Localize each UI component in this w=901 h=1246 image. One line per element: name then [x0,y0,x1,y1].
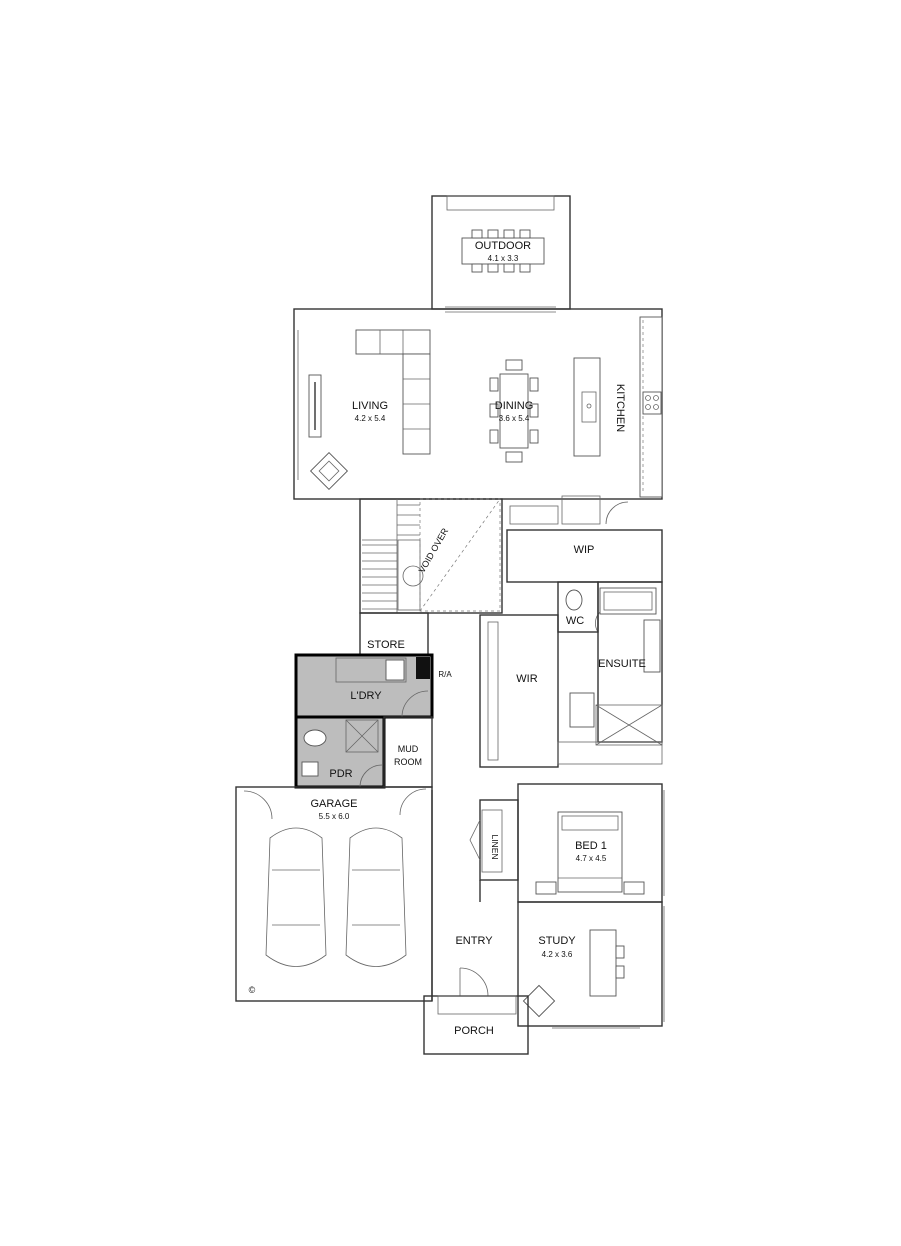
living-size: 4.2 x 5.4 [355,414,386,423]
wc-label: WC [566,615,584,627]
living-sofa [355,329,431,455]
outdoor-label: OUTDOOR [475,240,531,252]
mud-room-label-1: MUD [398,744,419,754]
study-armchair [522,984,556,1018]
ensuite-room [569,581,663,746]
void-over [419,498,501,612]
mud-room-label-2: ROOM [394,757,422,767]
pdr-label: PDR [329,768,352,780]
dining-label: DINING [495,400,534,412]
copyright-mark: © [249,985,256,995]
porch [423,995,529,1055]
ensuite-label: ENSUITE [598,658,646,670]
entry-label: ENTRY [455,935,493,947]
void-label: VOID OVER [417,526,451,575]
wir-label: WIR [516,673,537,685]
living-armchair [309,451,349,491]
living-label: LIVING [352,400,388,412]
bed1-label: BED 1 [575,840,607,852]
study [517,901,665,1029]
wip-label: WIP [574,544,595,556]
walk-in-pantry [506,495,663,583]
linen-cupboard [469,799,519,881]
dining-size: 3.6 x 5.4 [499,414,530,423]
ra-label: R/A [438,670,452,679]
outdoor-area [431,195,571,310]
entry-hall [431,790,489,1001]
study-label: STUDY [538,935,576,947]
porch-label: PORCH [454,1025,494,1037]
bed [535,811,645,895]
staircase [359,498,503,614]
laundry-label: L'DRY [350,690,382,702]
bed1-size: 4.7 x 4.5 [576,854,607,863]
car-left [265,827,327,967]
kitchen-island [573,357,601,457]
garage-label: GARAGE [310,798,357,810]
garage-size: 5.5 x 6.0 [319,812,350,821]
laundry-room [294,653,434,719]
living-dining-kitchen-block [293,306,663,500]
car-right [345,827,407,967]
walk-in-robe [479,614,663,768]
kitchen-bench [639,316,663,498]
tv-unit [308,374,322,438]
linen-label: LINEN [490,834,500,859]
kitchen-label: KITCHEN [614,384,626,432]
store-label: STORE [367,639,405,651]
study-size: 4.2 x 3.6 [542,950,573,959]
outdoor-size: 4.1 x 3.3 [488,254,519,263]
outdoor-table [461,229,545,273]
dining-table [489,359,539,463]
